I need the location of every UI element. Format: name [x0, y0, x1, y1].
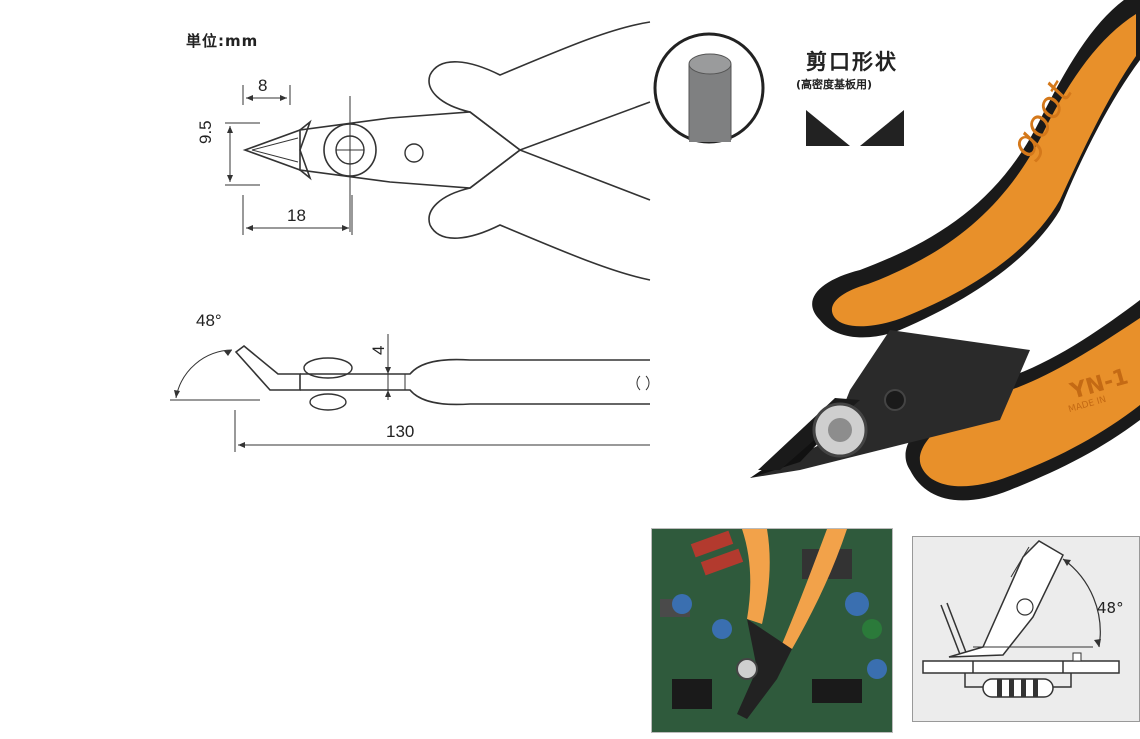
- head-angle-label: 48°: [196, 311, 222, 330]
- jaw-thickness-label: 4: [369, 345, 388, 355]
- cutting-edge-profile-icon: [806, 110, 904, 146]
- usage-photo-pcb: [651, 528, 893, 733]
- cutting-shape-title: 剪口形状: [806, 50, 898, 74]
- usage-angle-label: 48°: [1097, 599, 1124, 617]
- top-view-drawing: [225, 21, 651, 281]
- nipper-photo: goot: [750, 0, 1140, 501]
- overall-length-label: 130: [386, 422, 415, 441]
- jaw-width-label: 9.5: [196, 120, 215, 144]
- jaw-length-label: 8: [258, 76, 268, 95]
- usage-angle-diagram: 48°: [912, 536, 1140, 722]
- blade-closeup-circle: [653, 32, 765, 144]
- head-length-label: 18: [287, 206, 306, 225]
- unit-label: 単位:mm: [186, 32, 259, 50]
- cutting-shape-subtitle: (高密度基板用): [796, 78, 873, 91]
- side-view-drawing: [170, 334, 650, 452]
